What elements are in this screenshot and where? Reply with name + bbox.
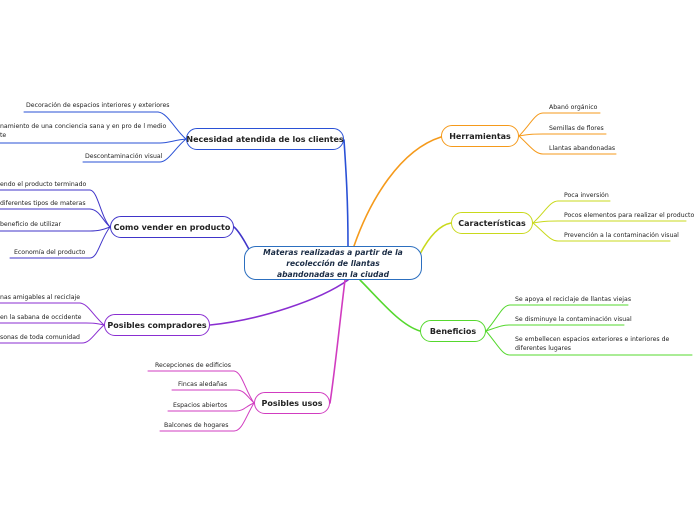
connector-como-vender-leaf-3 xyxy=(89,226,111,232)
connector-caracteristicas xyxy=(419,222,452,255)
leaf-como-vender-2[interactable]: diferentes tipos de materas xyxy=(0,200,86,207)
leaf-usos-1[interactable]: Recepciones de edificios xyxy=(155,362,231,369)
connector-beneficios-leaf-1 xyxy=(485,304,511,332)
leaf-compradores-1[interactable]: nas amigables al reciclaje xyxy=(0,294,81,301)
topic-herramientas[interactable]: Herramientas xyxy=(441,125,519,147)
connector-herramientas xyxy=(353,136,442,247)
connector-caracteristicas-leaf-1 xyxy=(532,200,559,224)
leaf-como-vender-3[interactable]: beneficio de utilizar xyxy=(0,221,62,228)
leaf-usos-4[interactable]: Balcones de hogares xyxy=(164,422,229,429)
connector-beneficios xyxy=(359,279,421,332)
connector-usos xyxy=(329,279,346,404)
connector-compradores-leaf-2 xyxy=(85,322,105,326)
connector-necesidad-leaf-3 xyxy=(159,138,187,163)
central-topic[interactable]: Materas realizadas a partir de la recole… xyxy=(244,246,422,280)
leaf-necesidad-1[interactable]: Decoración de espacios interiores y exte… xyxy=(26,102,170,109)
topic-beneficios[interactable]: Beneficios xyxy=(420,320,486,342)
connector-usos-leaf-4 xyxy=(233,402,255,432)
topic-posibles-compradores[interactable]: Posibles compradores xyxy=(104,314,210,336)
leaf-caracteristicas-2[interactable]: Pocos elementos para realizar el product… xyxy=(564,212,695,219)
leaf-caracteristicas-1[interactable]: Poca inversión xyxy=(564,192,609,199)
connector-como-vender-leaf-2 xyxy=(89,208,111,228)
connector-usos-leaf-2 xyxy=(235,389,255,404)
leaf-como-vender-4[interactable]: Economía del producto xyxy=(14,249,86,256)
connector-herramientas-leaf-3 xyxy=(518,135,544,155)
connector-herramientas-leaf-1 xyxy=(518,112,544,137)
leaf-herramientas-2[interactable]: Semillas de flores xyxy=(549,125,604,132)
connector-necesidad-leaf-1 xyxy=(157,111,187,140)
leaf-compradores-3[interactable]: sonas de toda comunidad xyxy=(0,334,80,341)
topic-posibles-usos[interactable]: Posibles usos xyxy=(254,392,330,414)
leaf-herramientas-1[interactable]: Abanó orgánico xyxy=(549,104,598,111)
leaf-beneficios-3[interactable]: Se embellecen espacios exteriores e inte… xyxy=(515,336,670,352)
leaf-herramientas-3[interactable]: Llantas abandonadas xyxy=(549,145,616,152)
leaf-como-vender-1[interactable]: endo el producto terminado xyxy=(0,181,87,188)
leaf-necesidad-2[interactable]: namiento de una conciencia sana y en pro… xyxy=(0,123,167,139)
connector-usos-leaf-1 xyxy=(233,370,255,404)
connector-necesidad xyxy=(343,139,349,247)
connector-herramientas-leaf-2 xyxy=(518,133,544,137)
topic-como-vender[interactable]: Como vender en producto xyxy=(110,216,234,238)
connector-beneficios-leaf-3 xyxy=(485,330,511,356)
leaf-beneficios-2[interactable]: Se disminuye la contaminación visual xyxy=(515,316,632,323)
leaf-usos-3[interactable]: Espacios abiertos xyxy=(173,402,228,409)
connector-caracteristicas-leaf-2 xyxy=(532,220,559,224)
connector-como-vender-leaf-1 xyxy=(89,189,111,228)
connector-compradores-leaf-1 xyxy=(79,302,105,326)
connector-como-vender-leaf-4 xyxy=(89,226,111,259)
topic-necesidad-atendida[interactable]: Necesidad atendida de los clientes xyxy=(186,128,344,150)
leaf-necesidad-3[interactable]: Descontaminación visual xyxy=(85,153,163,160)
connector-compradores-leaf-3 xyxy=(81,324,105,344)
leaf-usos-2[interactable]: Fincas aledañas xyxy=(178,381,228,388)
connector-caracteristicas-leaf-3 xyxy=(532,222,559,242)
connector-beneficios-leaf-2 xyxy=(485,324,511,332)
connector-necesidad-leaf-2 xyxy=(159,138,187,144)
leaf-caracteristicas-3[interactable]: Prevención a la contaminación visual xyxy=(564,232,679,239)
connector-compradores xyxy=(209,279,349,326)
leaf-beneficios-1[interactable]: Se apoya el reciclaje de llantas viejas xyxy=(515,296,632,303)
connector-usos-leaf-3 xyxy=(235,402,255,412)
leaf-compradores-2[interactable]: en la sabana de occidente xyxy=(0,314,82,321)
topic-caracteristicas[interactable]: Características xyxy=(451,212,533,234)
